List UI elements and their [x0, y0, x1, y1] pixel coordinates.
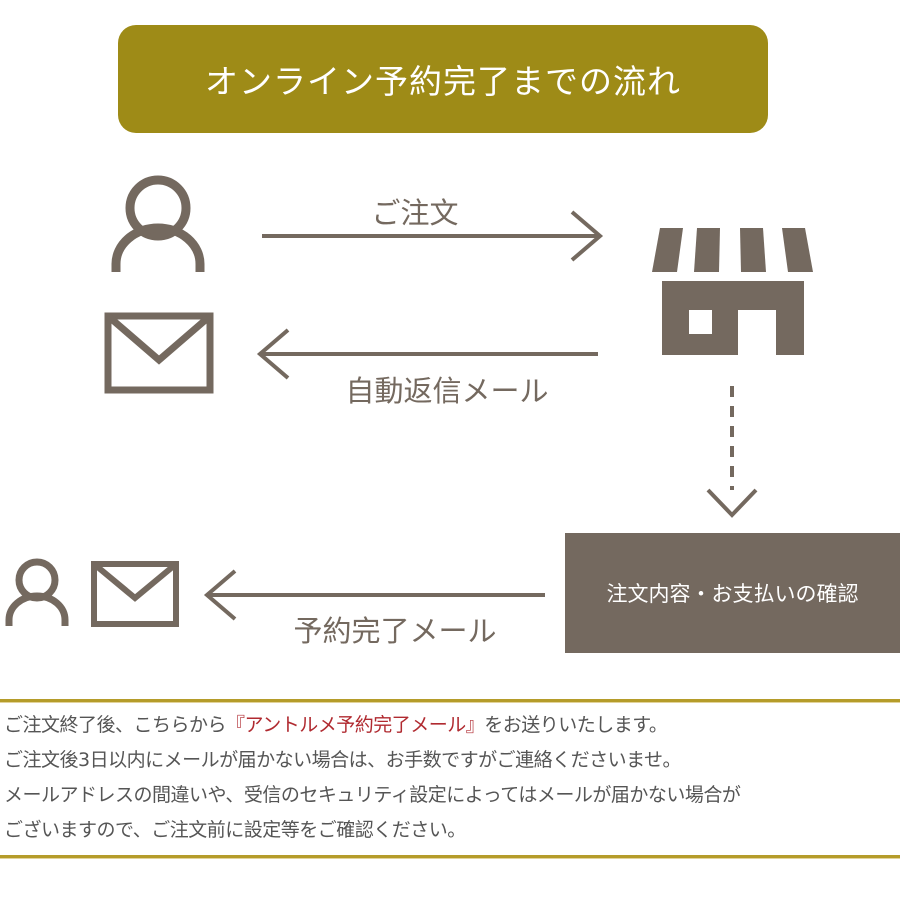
note-text: をお送りいたします。: [484, 714, 668, 736]
note-line-4: ございますので、ご注文前に設定等をご確認ください。: [4, 819, 466, 841]
envelope-icon: [104, 312, 214, 394]
note-text: ご注文終了後、こちらから: [4, 714, 227, 736]
order-arrow: [262, 210, 604, 262]
customer-icon-small: [5, 558, 69, 626]
dashed-down-arrow: [706, 386, 758, 518]
customer-icon: [111, 175, 205, 272]
store-icon: [652, 228, 813, 355]
completion-arrow: [203, 569, 545, 621]
diagram-graphics: [5, 175, 813, 627]
mail-name-highlight: 『アントルメ予約完了メール』: [226, 714, 485, 736]
bottom-divider: [0, 855, 900, 858]
envelope-icon-small: [91, 561, 179, 627]
order-label: ご注文: [371, 196, 459, 230]
note-line-3: メールアドレスの間違いや、受信のセキュリティ設定によってはメールが届かない場合が: [4, 784, 741, 806]
confirm-box-label: 注文内容・お支払いの確認: [606, 582, 859, 606]
auto-reply-arrow: [256, 328, 598, 380]
title-banner: オンライン予約完了までの流れ: [118, 25, 768, 133]
note-line-1: ご注文終了後、こちらから『アントルメ予約完了メール』をお送りいたします。: [4, 708, 740, 743]
note-line-2: ご注文後3日以内にメールが届かない場合は、お手数ですがご連絡くださいませ。: [4, 749, 682, 771]
title: オンライン予約完了までの流れ: [205, 62, 681, 101]
notes: ご注文終了後、こちらから『アントルメ予約完了メール』をお送りいたします。 ご注文…: [4, 708, 741, 848]
auto-reply-label: 自動返信メール: [345, 374, 549, 408]
completion-mail-label: 予約完了メール: [293, 614, 497, 648]
top-divider: [0, 699, 900, 702]
confirm-box: 注文内容・お支払いの確認: [565, 533, 900, 653]
